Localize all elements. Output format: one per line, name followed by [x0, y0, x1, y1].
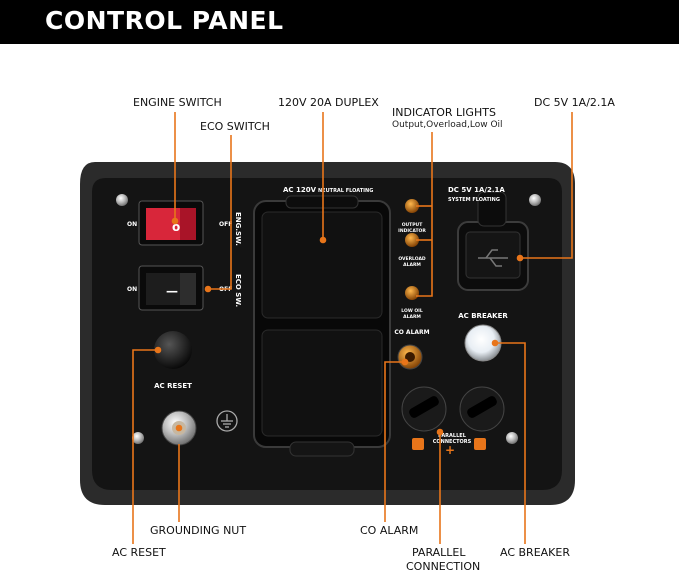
callout-dc-usb: DC 5V 1A/2.1A	[534, 96, 615, 109]
usb-icon	[478, 249, 508, 267]
callout-duplex: 120V 20A DUPLEX	[278, 96, 379, 109]
overload-alarm-led	[405, 233, 419, 247]
callout-ac-reset: AC RESET	[112, 546, 166, 559]
callout-leader-lines	[132, 112, 573, 544]
panel-label-lowoil-1: LOW OIL	[401, 308, 423, 314]
panel-label-parallel-2: CONNECTORS	[433, 439, 472, 445]
panel-label-dc-header: DC 5V 1A/2.1A	[448, 186, 505, 194]
panel-label-on-2: ON	[127, 286, 137, 293]
ac-reset-knob	[154, 331, 192, 369]
output-indicator-led	[405, 199, 419, 213]
panel-label-lowoil-2: ALARM	[403, 314, 421, 320]
ground-symbol-icon	[216, 410, 238, 432]
callout-engine-switch: ENGINE SWITCH	[133, 96, 222, 109]
panel-label-off-1: OFF	[219, 221, 232, 228]
panel-label-eng-sw: ENG.SW.	[234, 212, 242, 246]
panel-label-ac-reset: AC RESET	[154, 382, 192, 390]
page-title: CONTROL PANEL	[45, 6, 284, 35]
panel-label-system-floating: SYSTEM FLOATING	[448, 197, 500, 203]
eco-switch-off-symbol: —	[166, 284, 178, 298]
panel-label-ac-header: AC 120V	[283, 186, 317, 194]
panel-label-on-1: ON	[127, 221, 137, 228]
callout-grounding-nut: GROUNDING NUT	[150, 524, 247, 537]
panel-label-neutral: NEUTRAL FLOATING	[318, 188, 373, 194]
callout-ac-breaker: AC BREAKER	[500, 546, 570, 559]
panel-label-overload-1: OVERLOAD	[398, 256, 426, 262]
panel-label-overload-2: ALARM	[403, 262, 421, 268]
low-oil-alarm-led	[405, 286, 419, 300]
panel-label-co-alarm: CO ALARM	[394, 329, 429, 336]
callout-eco-switch: ECO SWITCH	[200, 120, 270, 133]
callout-parallel-1: PARALLEL	[412, 546, 466, 559]
callout-indicator-lights: INDICATOR LIGHTS	[392, 106, 496, 119]
callout-indicator-lights-sub: Output,Overload,Low Oil	[392, 120, 503, 130]
header-bar: CONTROL PANEL	[0, 0, 679, 44]
engine-switch-off-symbol: o	[172, 220, 180, 234]
callout-parallel-2: CONNECTION	[406, 560, 481, 573]
screw-icon	[116, 194, 541, 444]
panel-label-ac-breaker: AC BREAKER	[458, 312, 508, 320]
panel-label-eco-sw: ECO SW.	[234, 274, 242, 307]
panel-label-parallel-1: PARALLEL	[438, 433, 467, 439]
panel-label-output-1: OUTPUT	[402, 222, 424, 228]
svg-text:+: +	[445, 443, 455, 457]
panel-label-output-2: INDICATOR	[398, 228, 426, 234]
callout-co-alarm: CO ALARM	[360, 524, 419, 537]
